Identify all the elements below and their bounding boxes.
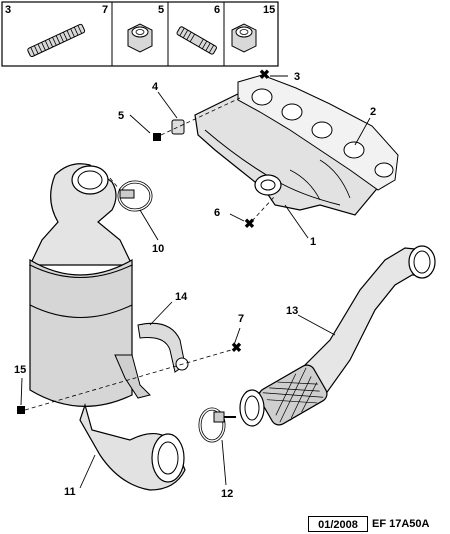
- pipe-clamp: [198, 407, 236, 443]
- callout-11: 11: [64, 486, 76, 498]
- legend-label-15: 15: [263, 4, 275, 16]
- callout-6: 6: [214, 207, 220, 219]
- callout-7: 7: [238, 313, 244, 325]
- legend-label-3: 3: [5, 4, 11, 16]
- callout-1: 1: [310, 236, 316, 248]
- callout-2: 2: [370, 106, 376, 118]
- stud-marker-3: ✖: [259, 67, 270, 82]
- parts-legend: 3 7 5 6 15: [1, 1, 279, 67]
- callout-12: 12: [221, 488, 233, 500]
- flexible-down-pipe: [239, 245, 436, 427]
- short-stud-icon: [176, 26, 217, 55]
- fastener-markers: ✖ ✖ ✖: [17, 67, 270, 414]
- stud-marker-6: ✖: [244, 216, 255, 231]
- alignment-lines: [24, 97, 276, 411]
- callout-5: 5: [118, 110, 124, 122]
- spacer-sleeve: [171, 119, 185, 135]
- footer-date: 01/2008: [308, 516, 368, 532]
- long-stud-icon: [27, 23, 86, 58]
- exhaust-clamp: [117, 180, 153, 212]
- nut-marker-5: [153, 133, 161, 141]
- callout-3: 3: [294, 71, 300, 83]
- legend-label-5: 5: [158, 4, 164, 16]
- leader-lines: [20, 75, 371, 489]
- flange-nut-icon: [127, 23, 153, 53]
- callout-10: 10: [152, 243, 164, 255]
- flex-bellows: [258, 364, 328, 426]
- callout-14: 14: [175, 291, 188, 303]
- nut-marker-15: [17, 406, 25, 414]
- catalytic-converter: [29, 163, 186, 491]
- callout-15: 15: [14, 364, 26, 376]
- manifold-gasket: [237, 74, 399, 191]
- callout-labels: 3 4 5 2 6 1 7 10 14 13 15 11 12: [14, 71, 376, 500]
- legend-label-7: 7: [102, 4, 108, 16]
- stud-marker-7: ✖: [231, 340, 242, 355]
- callout-4: 4: [152, 81, 159, 93]
- footer-reference: EF 17A50A: [372, 518, 430, 530]
- legend-label-6: 6: [214, 4, 220, 16]
- callout-13: 13: [286, 305, 298, 317]
- hex-nut-icon: [231, 23, 257, 53]
